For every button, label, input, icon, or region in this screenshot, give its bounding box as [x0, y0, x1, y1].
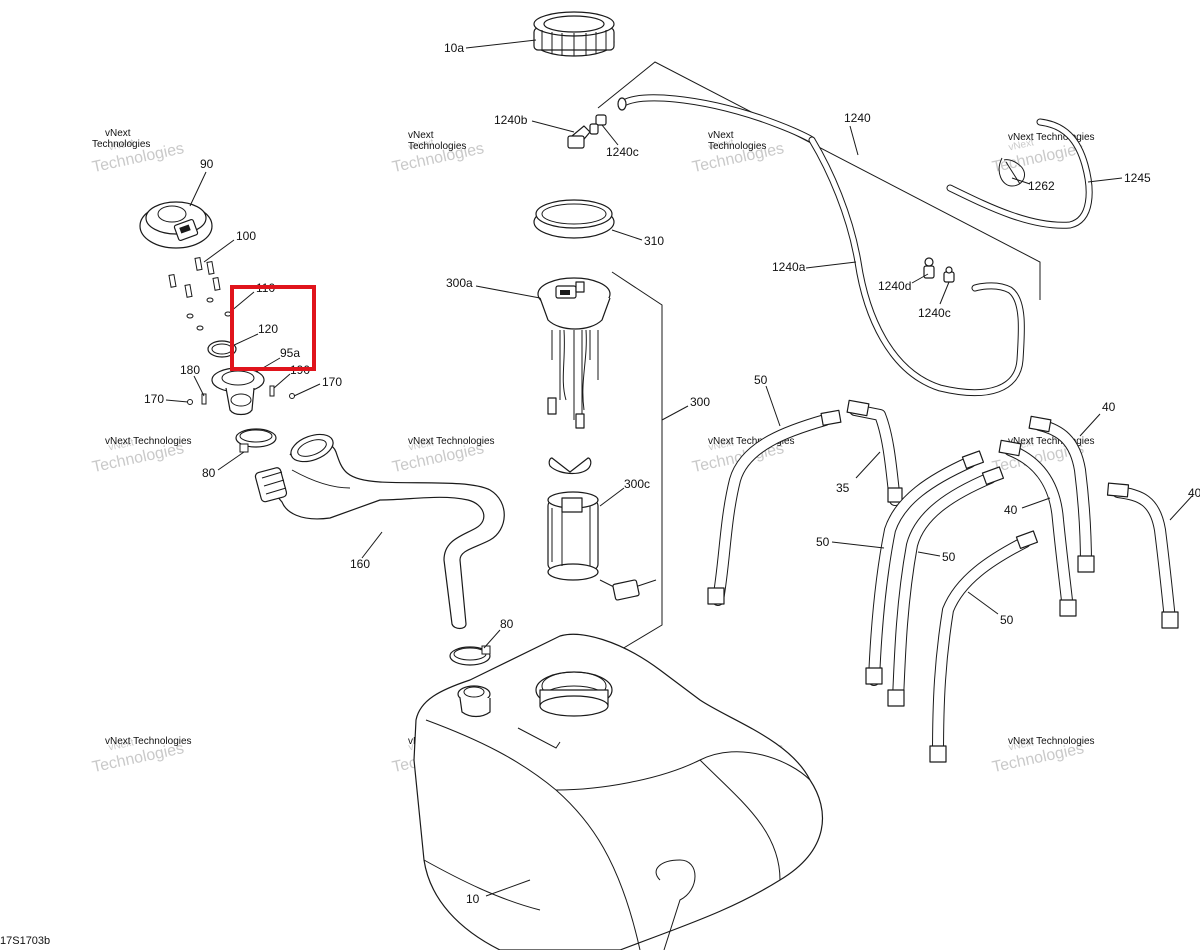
callout-50-c: 50: [942, 550, 956, 564]
watermark-caption: vNext Technologies: [1008, 736, 1095, 747]
watermark-technologies: Technologies: [991, 140, 1086, 176]
part-1240c-clamp-bottom[interactable]: [943, 266, 955, 283]
watermark-caption: Technologies: [92, 139, 150, 150]
watermark-caption: vNext Technologies: [105, 436, 192, 447]
watermark-vnext: vNext: [708, 137, 736, 153]
part-10a-lock-ring[interactable]: [533, 11, 615, 57]
part-1240a-vent-hose-long[interactable]: [808, 136, 1025, 397]
watermark-vnext: vNext: [108, 737, 136, 753]
callout-50-b: 50: [816, 535, 830, 549]
callout-1240a: 1240a: [772, 260, 806, 274]
part-40-tank-strap-b[interactable]: [998, 439, 1077, 617]
callout-300a: 300a: [446, 276, 473, 290]
watermark-vnext: vNext: [1008, 137, 1036, 153]
callout-170-left: 170: [144, 392, 164, 406]
diagram-id: 17S1703b: [0, 935, 50, 947]
part-10-fuel-tank[interactable]: [413, 633, 824, 950]
watermark: vNext Technologies: [391, 437, 486, 476]
callout-1240b: 1240b: [494, 113, 528, 127]
callout-35: 35: [836, 481, 850, 495]
watermark-vnext: vNext: [1008, 737, 1036, 753]
watermark-caption: vNext Technologies: [1008, 132, 1095, 143]
watermark-caption: Technologies: [708, 141, 766, 152]
part-80-hose-clamp-bottom[interactable]: [449, 645, 491, 666]
part-50-tank-strap-a[interactable]: [707, 409, 842, 606]
callout-170-right: 170: [322, 375, 342, 389]
callout-50-d: 50: [1000, 613, 1014, 627]
part-160-filler-hose[interactable]: [254, 429, 505, 630]
part-300c-pump-module-lower[interactable]: [547, 457, 657, 601]
callout-300: 300: [690, 395, 710, 409]
part-310-pump-seal[interactable]: [533, 199, 615, 239]
callout-80-bottom: 80: [500, 617, 514, 631]
part-170-nut-right[interactable]: [289, 393, 295, 399]
watermark: vNext Technologies: [991, 737, 1086, 776]
watermark-caption: vNext: [105, 128, 131, 139]
part-50-tank-strap-b[interactable]: [865, 450, 985, 686]
watermark: vNext Technologies: [91, 137, 186, 176]
assembly-brackets: [597, 61, 1041, 656]
part-1240-vent-hose[interactable]: [617, 94, 816, 144]
watermark-caption: vNext Technologies: [105, 736, 192, 747]
watermark: vNext Technologies: [91, 437, 186, 476]
callout-10a: 10a: [444, 41, 464, 55]
callout-95a: 95a: [280, 346, 300, 360]
callout-90: 90: [200, 157, 214, 171]
watermark-caption: vNext Technologies: [708, 436, 795, 447]
watermark-caption: vNext: [408, 130, 434, 141]
part-90-filler-cap[interactable]: [139, 201, 213, 249]
part-40-tank-strap-c[interactable]: [1106, 482, 1179, 629]
watermark-vnext: vNext: [408, 137, 436, 153]
watermark-caption: vNext Technologies: [408, 436, 495, 447]
part-100-screws[interactable]: [168, 256, 221, 298]
highlight-box: [230, 285, 316, 371]
callout-50-a: 50: [754, 373, 768, 387]
callout-300c: 300c: [624, 477, 650, 491]
part-190-bolt[interactable]: [269, 385, 275, 397]
callout-1245: 1245: [1124, 171, 1151, 185]
part-1245-vent-tube[interactable]: [946, 118, 1093, 229]
callout-40-a: 40: [1102, 400, 1116, 414]
watermark-caption: vNext: [708, 130, 734, 141]
watermark-vnext: vNext: [408, 437, 436, 453]
watermark-caption: Technologies: [408, 141, 466, 152]
part-35-tank-strap[interactable]: [846, 399, 903, 506]
callout-1240c-top: 1240c: [606, 145, 639, 159]
part-1240c-clamp-top[interactable]: [589, 114, 607, 135]
callout-180: 180: [180, 363, 200, 377]
callout-10: 10: [466, 892, 480, 906]
part-180-bolt[interactable]: [201, 393, 207, 405]
watermark-caption: vNext Technologies: [1008, 436, 1095, 447]
watermark-vnext: vNext: [708, 437, 736, 453]
part-300a-pump-module-upper[interactable]: [537, 277, 611, 429]
part-40-tank-strap-a[interactable]: [1028, 415, 1095, 573]
part-50-tank-strap-d[interactable]: [929, 530, 1039, 763]
bracket-300: [611, 271, 663, 656]
part-1240b-elbow-connector[interactable]: [567, 125, 591, 149]
callout-40-c: 40: [1188, 486, 1200, 500]
callout-1262: 1262: [1028, 179, 1055, 193]
part-95a-filler-neck-base[interactable]: [211, 367, 265, 416]
callout-310: 310: [644, 234, 664, 248]
part-80-hose-clamp-top[interactable]: [235, 428, 277, 453]
part-170-nut-left[interactable]: [187, 399, 193, 405]
callout-1240d: 1240d: [878, 279, 911, 293]
watermark: vNext Technologies: [91, 737, 186, 776]
callout-40-b: 40: [1004, 503, 1018, 517]
callout-160: 160: [350, 557, 370, 571]
part-50-tank-strap-c[interactable]: [887, 466, 1005, 707]
callout-1240c-bottom: 1240c: [918, 306, 951, 320]
callout-120: 120: [258, 322, 278, 336]
callout-100: 100: [236, 229, 256, 243]
callout-80-top: 80: [202, 466, 216, 480]
callout-1240: 1240: [844, 111, 871, 125]
watermark-vnext: vNext: [108, 437, 136, 453]
part-110-washers[interactable]: [186, 297, 232, 331]
watermark-vnext: vNext: [108, 137, 136, 153]
bracket-1240: [597, 61, 1041, 300]
